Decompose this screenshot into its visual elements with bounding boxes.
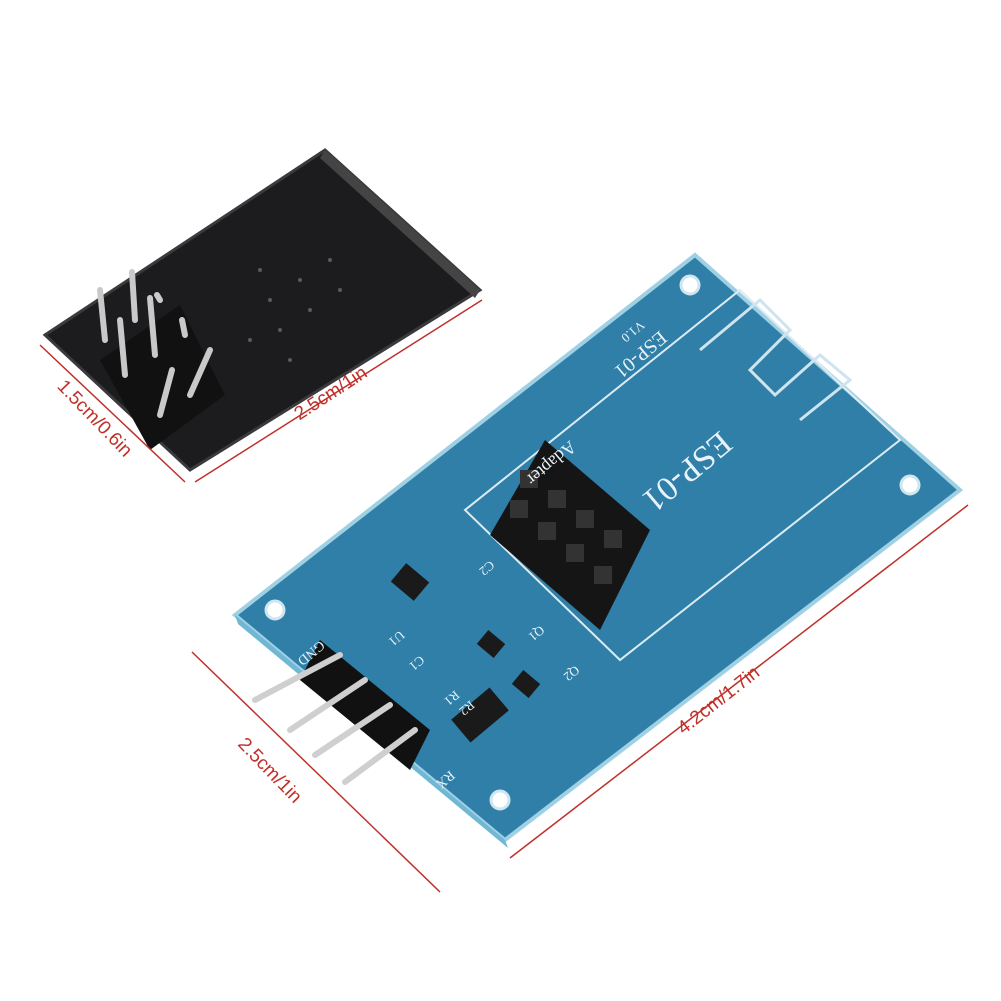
silk-c2: C2 (476, 558, 497, 579)
dimension-lines (39, 299, 969, 893)
module-pins (97, 269, 213, 418)
silk-r2: R2 (456, 698, 477, 719)
dim-line-module-length (194, 299, 483, 483)
esp01-module (42, 148, 483, 472)
dim-line-module-width (39, 344, 186, 483)
silk-c1: C1 (406, 653, 427, 674)
adapter-board: ESP-01 ESP-01 Adapter V1.0 GND RX U1 C1 … (231, 252, 964, 848)
dim-line-adapter-length (509, 504, 969, 859)
silk-r1: R1 (441, 688, 462, 709)
esp01-socket (490, 440, 650, 630)
dim-line-adapter-width (191, 651, 441, 893)
adapter-pins (252, 652, 418, 785)
